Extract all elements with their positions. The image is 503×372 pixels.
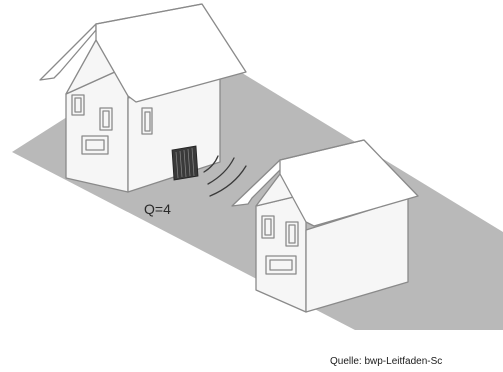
right-house <box>231 139 419 313</box>
left-house-window-inner <box>74 97 82 113</box>
left-house-roof <box>39 23 97 81</box>
heat-pump-unit <box>171 145 199 181</box>
sound-wave-arc <box>207 157 235 185</box>
left-house-door-inner <box>85 139 105 151</box>
sound-waves <box>203 155 247 197</box>
right-house-roof <box>231 159 283 207</box>
right-house-ridge <box>279 139 365 161</box>
sound-wave-arc <box>209 165 247 197</box>
left-house-side-window-inner <box>144 111 151 132</box>
right-house-door-inner <box>269 259 293 271</box>
right-house-window-inner <box>288 224 296 244</box>
left-house-window-inner <box>102 110 110 128</box>
right-house-front-wall <box>255 193 307 313</box>
directivity-label: Q=4 <box>144 201 171 217</box>
left-house <box>39 3 247 193</box>
sound-wave-arc <box>203 155 219 173</box>
left-house-ridge <box>95 3 203 25</box>
right-house-window-inner <box>264 218 272 236</box>
source-caption: Quelle: bwp-Leitfaden-Sc <box>330 356 443 367</box>
